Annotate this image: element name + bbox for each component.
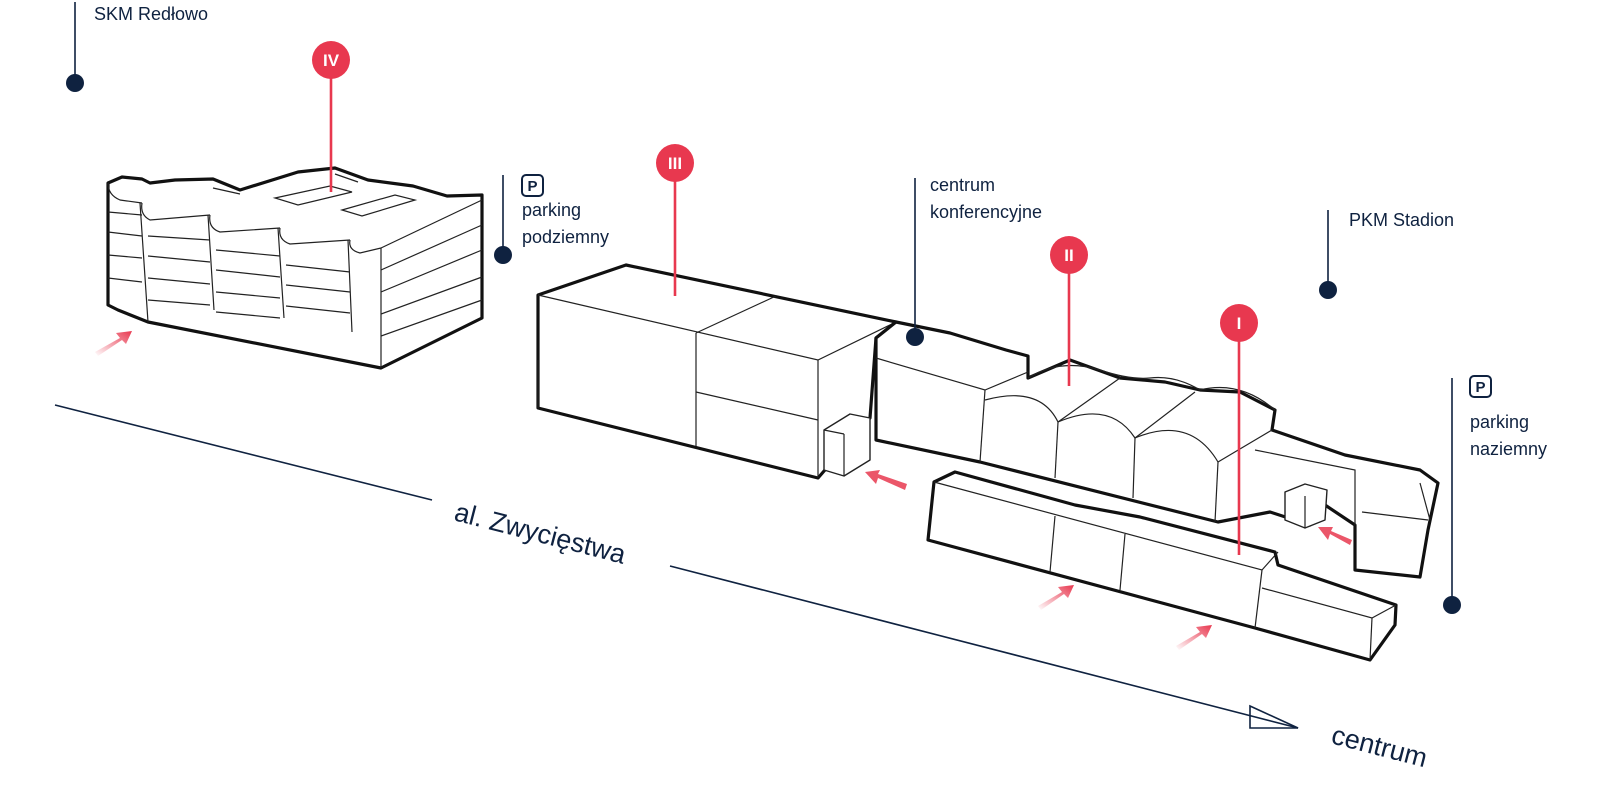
badge-iii[interactable]: III	[656, 144, 694, 296]
entrance-arrow-icon	[95, 331, 132, 356]
parking-underground-line1: parking	[522, 200, 581, 220]
conference-label-line2: konferencyjne	[930, 202, 1042, 222]
location-dot-icon	[1443, 596, 1461, 614]
parking-icon: P	[1469, 375, 1492, 398]
parking-icon: P	[521, 174, 544, 197]
entrance-arrow-icon	[865, 470, 907, 490]
conference-marker[interactable]	[906, 178, 924, 346]
svg-text:II: II	[1064, 246, 1073, 265]
svg-text:P: P	[1475, 379, 1485, 396]
ground-parking-marker[interactable]	[1443, 378, 1461, 614]
svg-text:P: P	[527, 178, 537, 195]
badge-ii[interactable]: II	[1050, 236, 1088, 386]
location-dot-icon	[494, 246, 512, 264]
building-iii[interactable]	[536, 263, 898, 480]
building-iv[interactable]	[106, 166, 484, 370]
parking-ground-line2: naziemny	[1470, 439, 1547, 459]
parking-ground-line1: parking	[1470, 412, 1529, 432]
skm-marker[interactable]	[66, 2, 84, 92]
pkm-marker[interactable]	[1319, 210, 1337, 299]
entrance-arrow-icon	[1318, 527, 1352, 545]
location-dot-icon	[1319, 281, 1337, 299]
skm-redlowo-label: SKM Redłowo	[94, 4, 208, 24]
conference-label-line1: centrum	[930, 175, 995, 195]
building-ii-conference[interactable]	[874, 320, 1440, 579]
svg-text:I: I	[1237, 314, 1242, 333]
pkm-stadion-label: PKM Stadion	[1349, 210, 1454, 230]
svg-text:III: III	[668, 154, 682, 173]
entrance-arrow-icon	[1176, 625, 1212, 650]
svg-text:IV: IV	[323, 51, 340, 70]
parking-underground-line2: podziemny	[522, 227, 609, 247]
building-i[interactable]	[926, 470, 1398, 662]
street-label: al. Zwycięstwa	[451, 497, 629, 570]
direction-label: centrum	[1328, 720, 1430, 773]
street-line	[54, 404, 1299, 729]
badge-i[interactable]: I	[1220, 304, 1258, 555]
location-dot-icon	[906, 328, 924, 346]
badge-iv[interactable]: IV	[312, 41, 350, 192]
location-dot-icon	[66, 74, 84, 92]
underground-parking-marker[interactable]	[494, 175, 512, 264]
entrance-arrow-icon	[1038, 585, 1074, 610]
